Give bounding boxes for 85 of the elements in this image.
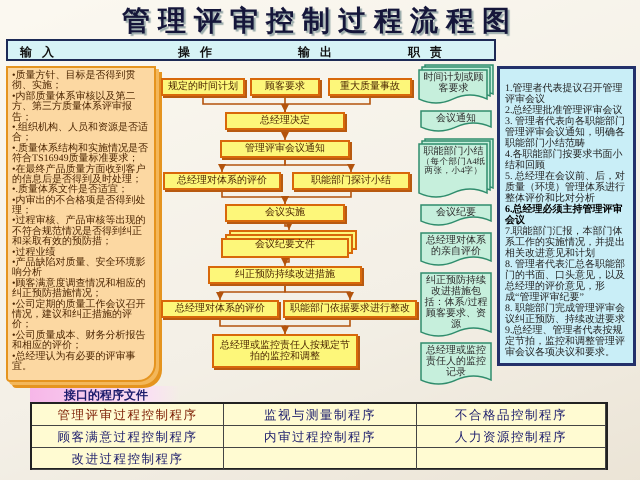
output-document	[420, 204, 492, 228]
column-header: 操作	[178, 44, 222, 61]
responsibility-item: 2.总经理批准管理评审会议	[505, 105, 622, 116]
process-box	[292, 172, 410, 190]
responsibility-item: 7.职能部门汇报，本部门体系工作的实施情况，并提出相关改进意见和计划	[505, 226, 626, 259]
document-text: 职能部门小结	[422, 146, 484, 157]
document-text: 纠正预防持续改进措施包括：体系/过程顾客要求、资源	[424, 275, 488, 330]
document-text: 会议通知	[435, 113, 477, 124]
responsibility-item: 3. 管理者代表向各职能部门管理评审会议通知，明确各职能部门小结范畴	[505, 116, 626, 149]
input-item: •顾客满意度调查情况和相应的纠正预防措施情况；	[12, 278, 147, 300]
process-text: 顾客要求	[265, 81, 305, 93]
flow-arrow	[284, 222, 293, 230]
process-text: 总经理对体系的评价	[177, 175, 267, 187]
process-box	[208, 266, 362, 284]
process-box	[220, 140, 350, 158]
process-text: 纠正预防持续改进措施	[235, 269, 335, 281]
process-text: 规定的时间计划	[168, 81, 238, 93]
input-item: •公司质量成本、财务分析报告和相应的评价；	[12, 330, 147, 352]
responsibility-item: 9.总经理、管理者代表按规定节拍，监控和调整管理评审会议各项决议和要求。	[505, 325, 626, 358]
input-item: •在最终产品质量方面收到客户的信息后是否得到及时处理；	[12, 164, 147, 185]
output-document	[420, 272, 492, 339]
table-cell: 改进过程控制程序	[32, 448, 224, 470]
process-text: 职能部门依据要求进行整改	[290, 303, 410, 315]
table-cell: 人力资源控制程序	[417, 426, 606, 448]
process-box	[328, 78, 412, 96]
process-box	[212, 334, 358, 368]
document-text: （每个部门A4纸两张，小4字）	[421, 157, 486, 176]
flow-arrow	[281, 318, 351, 334]
responsibility-item: 5. 总经理在会议前、后，对质量（环境）管理体系进行整体评价和比对分析	[505, 171, 626, 204]
process-text: 总经理或监控责任人按规定节拍的监控和调整	[219, 340, 351, 362]
flow-arrow	[281, 96, 371, 112]
flow-arrow	[284, 284, 354, 300]
process-box	[225, 204, 345, 222]
document-text: 总经理或监控责任人的监控记录	[425, 345, 487, 378]
diagram-title: 管理评审控制过程流程图	[121, 3, 519, 36]
output-document	[420, 232, 492, 268]
process-box	[283, 300, 417, 318]
process-box	[163, 172, 281, 190]
column-header: 职责	[408, 44, 452, 61]
input-item: •.质量体系文件是否适宜；	[12, 185, 128, 196]
process-box	[250, 78, 320, 96]
document-text: 总经理对体系的亲自评价	[425, 235, 487, 257]
document-stack	[221, 230, 357, 258]
output-document-stack	[418, 64, 494, 106]
document-text: 会议纪要	[435, 207, 477, 218]
responsibility-item: 6.总经理必须主持管理评审会议	[505, 204, 624, 226]
input-item: •.组织机构、人员和资源是否适合；	[12, 122, 150, 144]
output-document-stack	[418, 138, 494, 200]
table-cell: 不合格品控制程序	[417, 404, 606, 426]
output-document	[420, 342, 492, 387]
table-cell: 监视与测量制程序	[224, 404, 417, 426]
document-text: 时间计划或顾客要求	[422, 72, 484, 94]
process-text: 总经理对体系的评价	[175, 303, 265, 315]
process-text: 会议实施	[265, 207, 305, 219]
responsibility-item: 8. 管理者代表汇总各职能部门的书面、口头意见，以及总经理的评价意见，形成“管理评审纪要”	[505, 259, 626, 303]
process-text: 总经理决定	[260, 115, 310, 127]
column-header: 输入	[20, 44, 64, 61]
input-item: •内部质量体系审核以及第二方、第三方质量体系评审报告；	[12, 92, 136, 123]
flow-arrow	[281, 190, 352, 204]
table-cell: 管理评审过程控制程序	[32, 404, 224, 426]
responsibility-item: 4.各职能部门按要求书面小结和回顾	[505, 149, 622, 171]
table-cell: 顾客满意过程控制程序	[32, 426, 224, 448]
input-item: •产品缺陷对质量、安全环境影响分析	[12, 258, 147, 278]
column-header: 输出	[298, 44, 342, 61]
responsibility-panel	[497, 66, 636, 366]
process-box	[225, 112, 345, 130]
input-item: •过程业绩	[12, 248, 56, 258]
process-text: 管理评审会议通知	[245, 143, 325, 155]
process-text: 重大质量事故	[340, 81, 400, 93]
process-box	[161, 300, 279, 318]
input-item: •总经理认为有必要的评审事宜。	[12, 352, 137, 372]
flow-arrow	[281, 258, 290, 266]
responsibility-item: 8. 职能部门完成管理评审会议纠正预防、持续改进要求	[505, 303, 626, 325]
responsibility-item: 1.管理者代表提议召开管理评审会议	[505, 83, 624, 105]
process-text: 职能部门探讨小结	[311, 175, 391, 187]
input-item: •过程审核、产品审核等出现的不符合规范情况是否得到纠正和采取有效的预防措；	[12, 216, 147, 248]
input-item: •公司定期的质量工作会议召开情况，建议和纠正措施的评价；	[12, 300, 147, 330]
input-item: •质量方针、目标是否得到贯彻、实施；	[12, 71, 137, 92]
input-item: •.质量体系结构和实施情况是否符合TS16949质量标准要求；	[12, 144, 150, 164]
flow-arrow	[284, 158, 355, 172]
flow-arrow	[281, 130, 289, 140]
output-document	[420, 110, 492, 134]
process-box	[161, 78, 245, 96]
table-cell: 内审过程控制程序	[224, 426, 417, 448]
process-text: 会议纪要文件	[254, 240, 316, 250]
